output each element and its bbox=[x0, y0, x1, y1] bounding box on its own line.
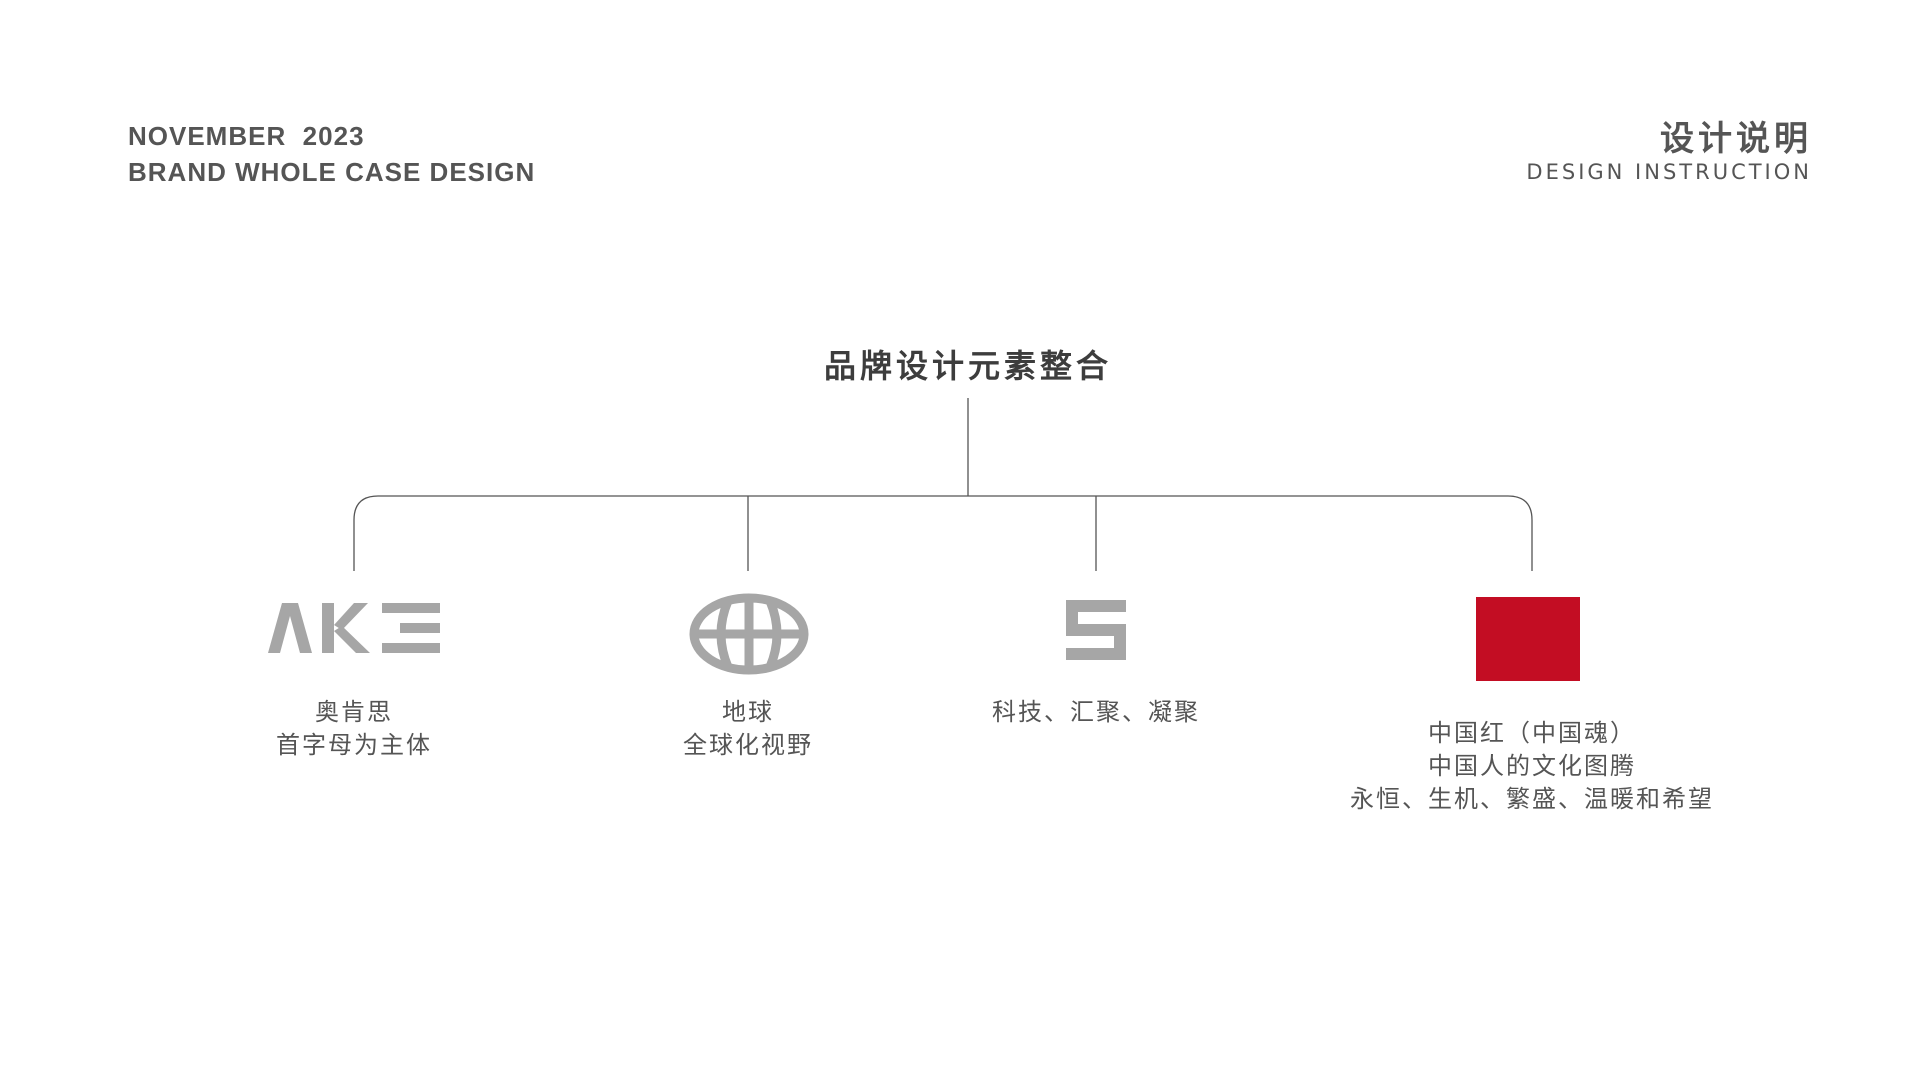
node-label-aks: 奥肯思 首字母为主体 bbox=[254, 696, 454, 762]
node-label-line: 奥肯思 bbox=[315, 698, 393, 726]
date-line: NOVEMBER 2023 bbox=[128, 121, 365, 151]
node-label-line: 科技、汇聚、凝聚 bbox=[992, 698, 1200, 726]
node-label-globe: 地球 全球化视野 bbox=[648, 696, 848, 762]
node-label-line: 永恒、生机、繁盛、温暖和希望 bbox=[1350, 785, 1714, 813]
section-title-cn: 设计说明 bbox=[1660, 119, 1812, 159]
node-label-line: 中国红（中国魂） bbox=[1428, 719, 1636, 747]
node-label-red: 中国红（中国魂） 中国人的文化图腾 永恒、生机、繁盛、温暖和希望 bbox=[1342, 717, 1722, 816]
globe-icon bbox=[689, 593, 809, 675]
s-block-icon bbox=[1066, 600, 1126, 660]
diagram-root-label: 品牌设计元素整合 bbox=[823, 347, 1112, 385]
section-title-en: DESIGN INSTRUCTION bbox=[1526, 160, 1812, 184]
node-label-line: 中国人的文化图腾 bbox=[1428, 752, 1636, 780]
node-label-line: 全球化视野 bbox=[683, 731, 813, 759]
aks-logo-icon bbox=[268, 603, 440, 653]
node-label-line: 首字母为主体 bbox=[276, 731, 432, 759]
node-label-s: 科技、汇聚、凝聚 bbox=[976, 696, 1216, 729]
branch-bar bbox=[353, 495, 1533, 571]
node-label-line: 地球 bbox=[722, 698, 774, 726]
header-right: 设计说明 DESIGN INSTRUCTION bbox=[1526, 120, 1812, 186]
header-left: NOVEMBER 2023 BRAND WHOLE CASE DESIGN bbox=[128, 118, 535, 190]
red-square-swatch bbox=[1476, 597, 1580, 681]
subtitle-line: BRAND WHOLE CASE DESIGN bbox=[128, 157, 536, 187]
